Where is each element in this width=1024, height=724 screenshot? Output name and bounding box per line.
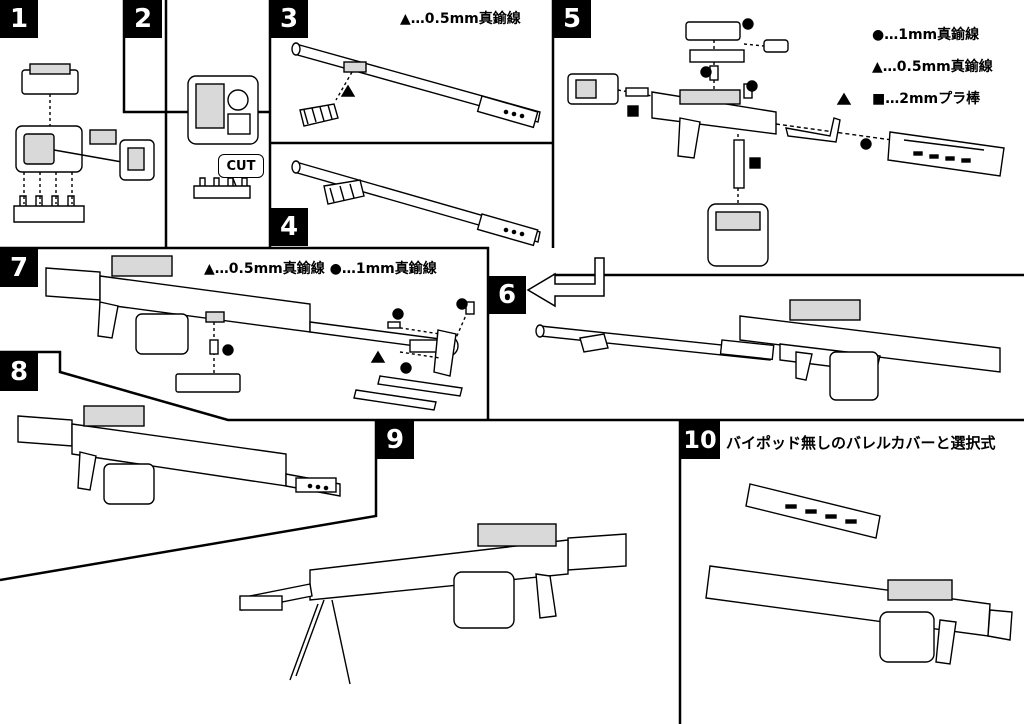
step-number: 8: [9, 357, 29, 387]
step3-note: ▲…0.5mm真鍮線: [400, 8, 521, 28]
step-number: 6: [497, 280, 517, 310]
step7-note-text: ▲…0.5mm真鍮線 ●…1mm真鍮線: [204, 261, 437, 277]
step-badge-3: 3: [270, 0, 308, 38]
step6-drawing: [535, 299, 1001, 401]
step9-drawing: [239, 523, 627, 685]
step-number: 3: [279, 4, 299, 34]
step-number: 1: [9, 4, 29, 34]
step10-title-text: バイポッド無しのバレルカバーと選択式: [726, 434, 996, 452]
step4-drawing: [291, 160, 541, 247]
step-arrow-icon: [526, 257, 605, 308]
step2-drawing: [187, 75, 259, 199]
step7-note: ▲…0.5mm真鍮線 ●…1mm真鍮線: [204, 258, 437, 278]
step3-note-text: ▲…0.5mm真鍮線: [400, 11, 521, 27]
step1-drawing: [13, 63, 155, 223]
step-number: 9: [385, 425, 405, 455]
legend-brass-05mm: ▲…0.5mm真鍮線: [872, 59, 993, 75]
step-number: 10: [683, 426, 717, 454]
step8-drawing: [17, 405, 341, 505]
step5-legend: ●…1mm真鍮線 ▲…0.5mm真鍮線 ■…2mmプラ棒: [872, 24, 993, 114]
step-number: 2: [133, 4, 153, 34]
step10-drawing: [705, 483, 1013, 665]
step-number: 4: [279, 212, 299, 242]
step-badge-2: 2: [124, 0, 162, 38]
step-badge-8: 8: [0, 353, 38, 391]
step10-title: バイポッド無しのバレルカバーと選択式: [726, 432, 996, 453]
legend-brass-1mm: ●…1mm真鍮線: [872, 27, 980, 43]
step-badge-1: 1: [0, 0, 38, 38]
step-badge-10: 10: [680, 421, 720, 459]
step3-drawing: [291, 42, 541, 129]
step-number: 5: [562, 4, 582, 34]
legend-plastic-rod-2mm: ■…2mmプラ棒: [872, 91, 981, 107]
step-badge-6: 6: [488, 276, 526, 314]
step5-drawing: [567, 18, 1005, 267]
cut-label: CUT: [226, 158, 256, 174]
step-number: 7: [9, 253, 29, 283]
cut-callout: CUT: [218, 154, 264, 178]
step-badge-9: 9: [376, 421, 414, 459]
step-badge-4: 4: [270, 208, 308, 246]
step7-drawing: [45, 255, 475, 411]
step-badge-5: 5: [553, 0, 591, 38]
step-badge-7: 7: [0, 249, 38, 287]
